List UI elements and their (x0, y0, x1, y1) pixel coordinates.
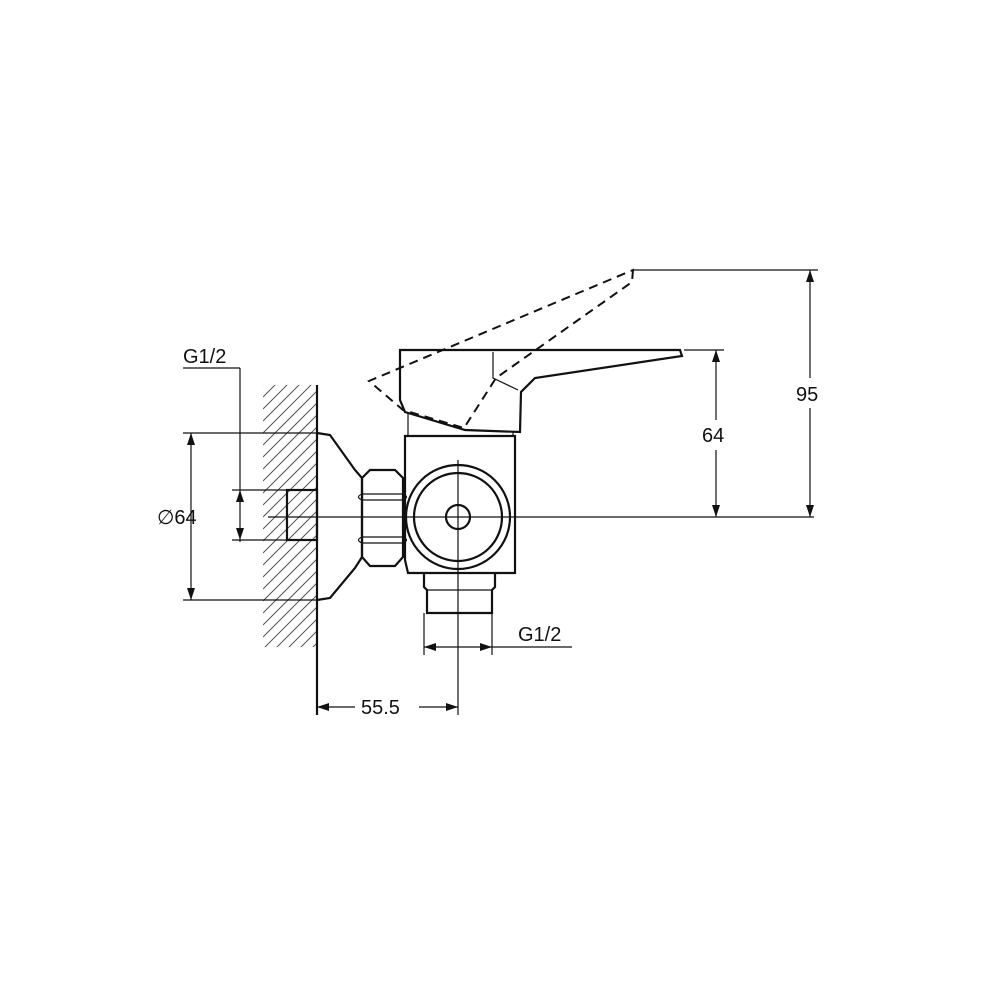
flange-diameter-dimension (183, 432, 317, 601)
outlet-thread-dimension (423, 613, 572, 655)
outlet-thread-label: G1/2 (518, 624, 561, 646)
lever-raised-height-label: 95 (796, 384, 818, 406)
inlet-thread-label: G1/2 (183, 346, 226, 368)
lever-raised-height-dimension (633, 269, 818, 517)
wall-hatching (263, 385, 317, 647)
wall-to-center-label-bg (355, 695, 419, 719)
lever-handle (398, 348, 684, 436)
flange-diameter-label: ∅64 (157, 507, 197, 529)
lever-raised-outline (367, 268, 635, 430)
lever-height-label-bg (700, 420, 734, 450)
inlet-pipe-stub (285, 488, 319, 542)
outlet-connector (422, 573, 497, 615)
lever-height-label: 64 (702, 425, 724, 447)
hex-nut (357, 468, 408, 568)
lever-raised-height-label-bg (794, 378, 828, 408)
wall-to-center-label: 55.5 (361, 697, 400, 719)
inlet-thread-dimension (183, 367, 287, 542)
